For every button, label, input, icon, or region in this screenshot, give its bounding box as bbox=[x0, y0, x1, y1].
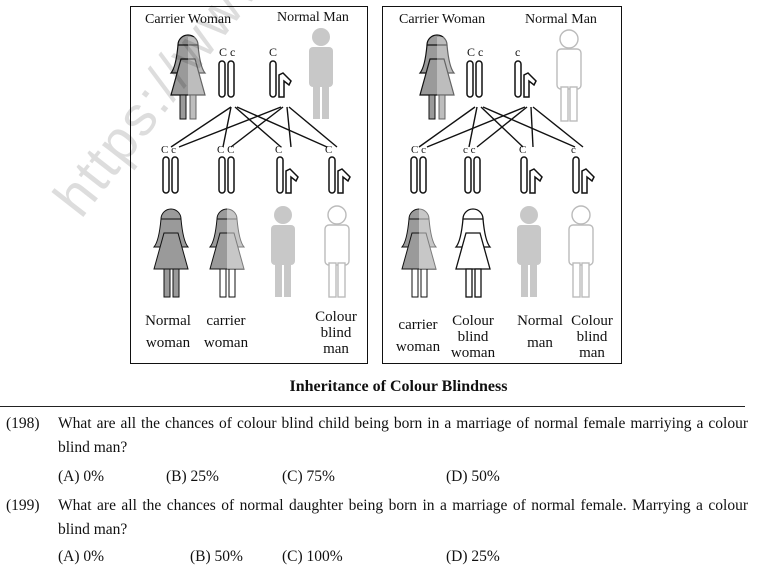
child-caption: carrier woman bbox=[203, 313, 249, 351]
option-b[interactable]: (B) 25% bbox=[166, 468, 219, 485]
question-199: (199) What are all the chances of normal… bbox=[0, 494, 757, 544]
child-gene-label: C c bbox=[411, 144, 426, 156]
option-b[interactable]: (B) 50% bbox=[190, 548, 243, 565]
normal-man-figure bbox=[309, 28, 333, 119]
colour-blind-woman-figure bbox=[454, 208, 492, 298]
question-198: (198) What are all the chances of colour… bbox=[0, 412, 757, 462]
left-inheritance-diagram bbox=[152, 28, 351, 298]
child-gene-label: c c bbox=[463, 144, 476, 156]
father-gene-label: C bbox=[269, 45, 278, 59]
colour-blind-man-figure bbox=[324, 205, 350, 298]
child-gene-label: C bbox=[325, 144, 333, 156]
right-inheritance-diagram bbox=[400, 29, 595, 298]
option-d[interactable]: (D) 50% bbox=[446, 468, 500, 485]
child-caption: Colour blind man bbox=[571, 313, 613, 361]
normal-man-label: Normal Man bbox=[525, 12, 597, 27]
child-gene-label: c bbox=[571, 144, 576, 156]
right-pedigree-panel: Carrier Woman Normal Man C c c C c c c C… bbox=[382, 6, 622, 364]
divider bbox=[0, 406, 745, 407]
mother-gene-label: C c bbox=[467, 45, 484, 59]
option-d[interactable]: (D) 25% bbox=[446, 548, 500, 565]
normal-woman-figure bbox=[152, 208, 190, 298]
question-number: (198) bbox=[6, 415, 40, 432]
carrier-woman-figure bbox=[418, 34, 456, 121]
father-gene-label: c bbox=[515, 45, 521, 59]
carrier-woman-label: Carrier Woman bbox=[145, 12, 232, 27]
child-caption: Colour blind woman bbox=[450, 313, 496, 361]
colour-blind-father-figure bbox=[556, 29, 582, 122]
normal-man-child-figure bbox=[271, 206, 295, 297]
child-caption: Normal man bbox=[517, 313, 563, 351]
question-text: What are all the chances of colour blind… bbox=[58, 415, 748, 456]
child-caption: carrier woman bbox=[395, 317, 441, 355]
carrier-woman-figure bbox=[169, 34, 207, 121]
normal-man-child-figure bbox=[517, 206, 541, 297]
colour-blind-man-figure bbox=[568, 205, 594, 298]
child-caption: Normal woman bbox=[145, 313, 191, 351]
question-number: (199) bbox=[6, 497, 40, 514]
figure-title: Inheritance of Colour Blindness bbox=[289, 378, 508, 395]
option-a[interactable]: (A) 0% bbox=[58, 548, 105, 565]
carrier-woman-child-figure bbox=[400, 207, 438, 298]
option-c[interactable]: (C) 100% bbox=[282, 548, 343, 565]
child-caption: Colour blind man bbox=[315, 309, 357, 357]
question-text: What are all the chances of normal daugh… bbox=[58, 497, 748, 538]
left-pedigree-panel: Carrier Woman Normal Man C c C C c C C C… bbox=[130, 6, 368, 364]
normal-man-label: Normal Man bbox=[277, 10, 349, 25]
child-gene-label: C bbox=[519, 144, 527, 156]
carrier-woman-label: Carrier Woman bbox=[399, 12, 486, 27]
child-gene-label: C bbox=[275, 144, 283, 156]
option-c[interactable]: (C) 75% bbox=[282, 468, 335, 485]
mother-gene-label: C c bbox=[219, 45, 236, 59]
child-gene-label: C C bbox=[217, 144, 235, 156]
carrier-woman-child-figure bbox=[208, 207, 246, 298]
option-a[interactable]: (A) 0% bbox=[58, 468, 105, 485]
